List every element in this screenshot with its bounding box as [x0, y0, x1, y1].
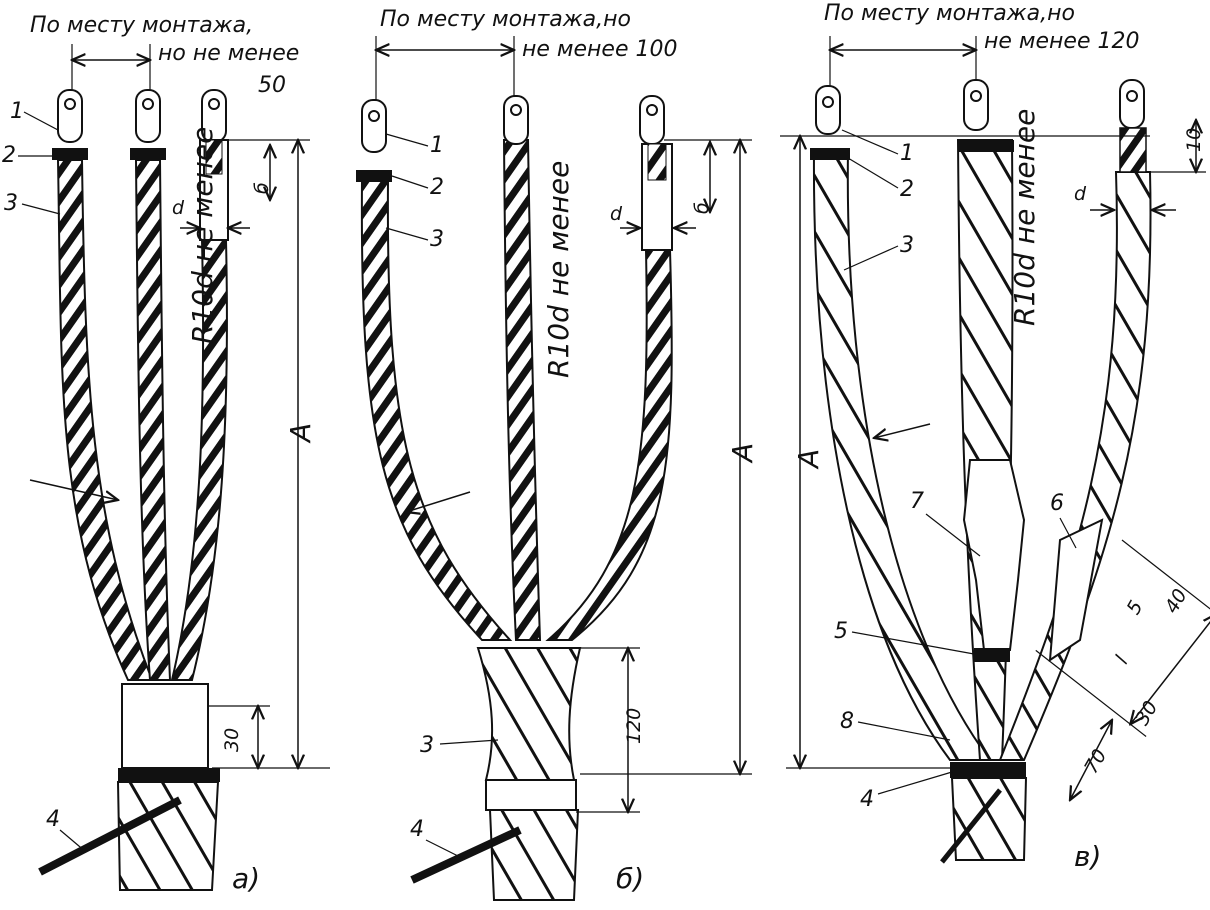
panel-b-ground-wire [410, 826, 522, 884]
panel-a-callout-4: 4 [46, 807, 60, 832]
panel-a-caption-line3: 50 [258, 73, 286, 98]
panel-b-glove [476, 647, 582, 781]
panel-c-insulating-tube-6 [1048, 518, 1104, 662]
panel-b-cable-sheath [488, 809, 580, 901]
panel-c-radius-note: R10d не менее [1008, 109, 1041, 326]
panel-a-core-right [170, 239, 228, 681]
panel-b-dim-b: б [691, 202, 713, 214]
panel-a-dim-b: б [251, 182, 273, 194]
panel-c-callout-5: 5 [834, 619, 848, 644]
panel-c-callout-2: 2 [900, 177, 914, 202]
panel-b-dim-120: 120 [623, 708, 645, 744]
panel-b-callout-3: 3 [430, 227, 444, 252]
panel-c-dim-d: d [1074, 183, 1087, 205]
panel-a-core-middle [134, 159, 172, 681]
panel-a-caption-line2: но не менее [158, 41, 299, 66]
panel-b-callout-2: 2 [430, 175, 444, 200]
panel-a-ground-wire [38, 796, 182, 876]
panel-c-dim-40: 40 [1161, 585, 1192, 617]
panel-c-callout-3: 3 [900, 233, 914, 258]
panel-b-dim-d: d [610, 203, 623, 225]
panel-a-cable-lugs [52, 89, 229, 241]
panel-b-dim-A-label: A [726, 443, 759, 464]
panel-c: По месту монтажа,но не менее 120 A [780, 1, 1210, 873]
panel-a-dim-30: 30 [221, 728, 243, 752]
panel-c-dim-A-label: A [792, 449, 825, 470]
panel-b-core-right [545, 249, 673, 641]
panel-a-glove-base [121, 683, 209, 769]
panel-c-callout-8: 8 [840, 709, 854, 734]
panel-c-dim-5: 5 [1122, 597, 1147, 618]
panel-c-dim-l: l [1111, 652, 1133, 668]
panel-a-callout-3: 3 [4, 191, 18, 216]
panel-c-ground-wire [940, 788, 1002, 864]
panel-a-dim-d: d [172, 197, 185, 219]
panel-c-label: в) [1074, 840, 1101, 873]
panel-b-caption-line1: По месту монтажа,но [380, 7, 631, 32]
panel-b-callout-1: 1 [430, 133, 444, 158]
panel-b-caption-line2: не менее 100 [522, 37, 677, 62]
panel-a-callout-2: 2 [2, 143, 16, 168]
panel-a-band [118, 768, 220, 782]
panel-a-label: а) [232, 862, 260, 895]
panel-a-radius-note: R10d не менее [186, 127, 219, 344]
panel-b-callout-4: 4 [410, 817, 424, 842]
panel-c-angled-dimensions [1035, 539, 1210, 738]
panel-b-core-middle [502, 139, 542, 641]
panel-a-callout-1: 1 [10, 99, 24, 124]
panel-c-core-right [998, 171, 1152, 761]
panel-c-band-4 [950, 762, 1026, 778]
panel-c-callout-1: 1 [900, 141, 914, 166]
panel-c-clamp-5 [974, 648, 1010, 662]
panel-a-dim-A-label: A [284, 423, 317, 444]
panel-b-cable-lugs [356, 95, 673, 251]
panel-a: По месту монтажа, но не менее 50 [2, 13, 330, 895]
panel-c-caption-line2: не менее 120 [984, 29, 1139, 54]
panel-b-callout-3b: 3 [420, 733, 434, 758]
panel-c-callout-7: 7 [910, 489, 924, 514]
panel-b-core-left [360, 179, 513, 641]
panel-c-callout-6: 6 [1050, 491, 1064, 516]
panel-c-core-middle [956, 139, 1014, 761]
panel-a-cable-sheath [116, 781, 220, 891]
panel-b-radius-note: R10d не менее [542, 161, 575, 378]
panel-c-dim-10: 10 [1183, 128, 1205, 152]
panel-c-dim-30: 30 [1131, 697, 1162, 729]
panel-c-cable-lugs [810, 79, 1147, 173]
panel-c-caption-line1: По месту монтажа,но [824, 1, 1075, 26]
panel-a-caption-line1: По месту монтажа, [30, 13, 253, 38]
panel-c-callout-4: 4 [860, 787, 874, 812]
panel-c-cable-sheath [950, 777, 1028, 861]
panel-b-label: б) [616, 862, 644, 895]
panel-b: По месту монтажа,но не менее 100 A [356, 7, 759, 901]
panel-b-band [485, 779, 577, 811]
